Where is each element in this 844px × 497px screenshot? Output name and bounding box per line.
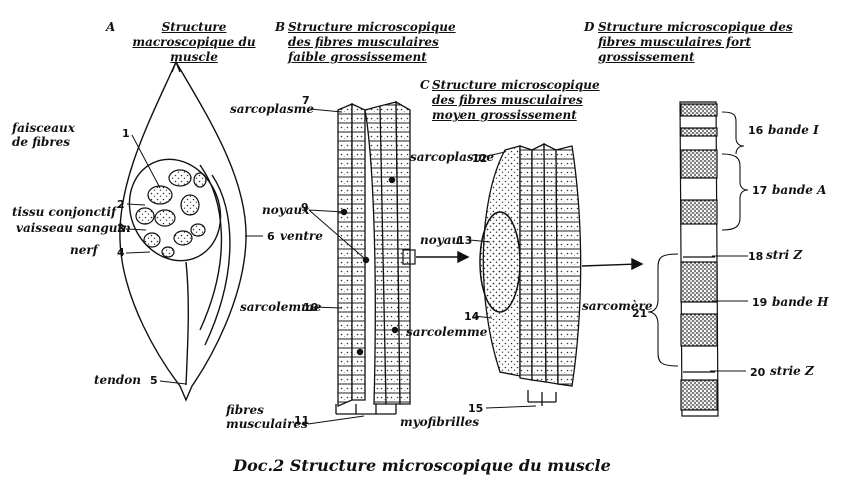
- title-a-text: Structure macroscopique du muscle: [132, 20, 256, 64]
- medium-mag-fibres: [479, 142, 582, 406]
- num-21: 21: [632, 307, 648, 320]
- label-sarcolemme-b: sarcolemme: [240, 300, 322, 314]
- title-a: A: [106, 20, 116, 34]
- num-16: 16: [748, 124, 764, 137]
- title-c-letter: C: [420, 78, 430, 92]
- label-strie-z: strie Z: [770, 364, 814, 378]
- label-bande-a: bande A: [772, 183, 827, 197]
- label-tendon: tendon: [94, 373, 142, 387]
- num-20: 20: [750, 366, 766, 379]
- label-bande-h: bande H: [772, 295, 829, 309]
- label-noyaux: noyaux: [262, 203, 310, 217]
- num-15: 15: [468, 402, 484, 415]
- num-7: 7: [302, 94, 310, 107]
- label-noyau: noyau: [420, 233, 461, 247]
- label-ventre: ventre: [280, 229, 323, 243]
- num-19: 19: [752, 296, 768, 309]
- title-b-letter: B: [275, 20, 286, 34]
- label-bande-i: bande I: [768, 123, 819, 137]
- title-c: Structure microscopique des fibres muscu…: [432, 78, 600, 122]
- title-d: Structure microscopique des fibres muscu…: [598, 20, 793, 64]
- num-13: 13: [457, 234, 473, 247]
- label-faisceaux: faisceaux de fibres: [12, 121, 75, 149]
- sarcomere-braces: [647, 111, 749, 372]
- macro-leaders: [125, 134, 263, 385]
- medium-mag-leaders: [469, 151, 537, 409]
- arrow-c-to-d: [581, 257, 644, 271]
- num-17: 17: [752, 184, 768, 197]
- caption: Doc.2 Structure microscopique du muscle: [233, 456, 611, 475]
- num-9: 9: [301, 201, 309, 214]
- label-sarcolemme-c: sarcolemme: [406, 325, 488, 339]
- num-12: 12: [472, 152, 488, 165]
- label-sarcoplasme-b: sarcoplasme: [230, 102, 314, 116]
- macro-muscle: [119, 60, 247, 402]
- num-14: 14: [464, 310, 480, 323]
- num-3: 3: [117, 222, 125, 235]
- num-18: 18: [748, 250, 764, 263]
- title-b: Structure microscopique des fibres muscu…: [288, 20, 456, 64]
- sarcomere-strip: [679, 101, 719, 417]
- label-myofibrilles: myofibrilles: [400, 415, 480, 429]
- arrow-b-to-c: [416, 250, 470, 264]
- label-sarcomere: sarcomère: [582, 299, 653, 313]
- num-2: 2: [117, 198, 125, 211]
- num-1: 1: [122, 127, 130, 140]
- num-5: 5: [150, 374, 158, 387]
- label-fibres: fibres musculaires: [226, 403, 308, 431]
- label-vaisseau: vaisseau sanguin: [16, 221, 131, 235]
- num-11: 11: [294, 414, 310, 427]
- num-10: 10: [303, 301, 319, 314]
- low-mag-fibres: [335, 100, 416, 415]
- num-4: 4: [117, 246, 125, 259]
- low-mag-leaders: [307, 108, 365, 425]
- label-tissu: tissu conjonctif: [12, 205, 117, 219]
- label-sarcoplasme-c: sarcoplasme: [410, 150, 494, 164]
- title-d-letter: D: [584, 20, 595, 34]
- label-nerf: nerf: [70, 243, 98, 257]
- num-6: 6: [267, 230, 275, 243]
- label-stri-z: stri Z: [766, 248, 803, 262]
